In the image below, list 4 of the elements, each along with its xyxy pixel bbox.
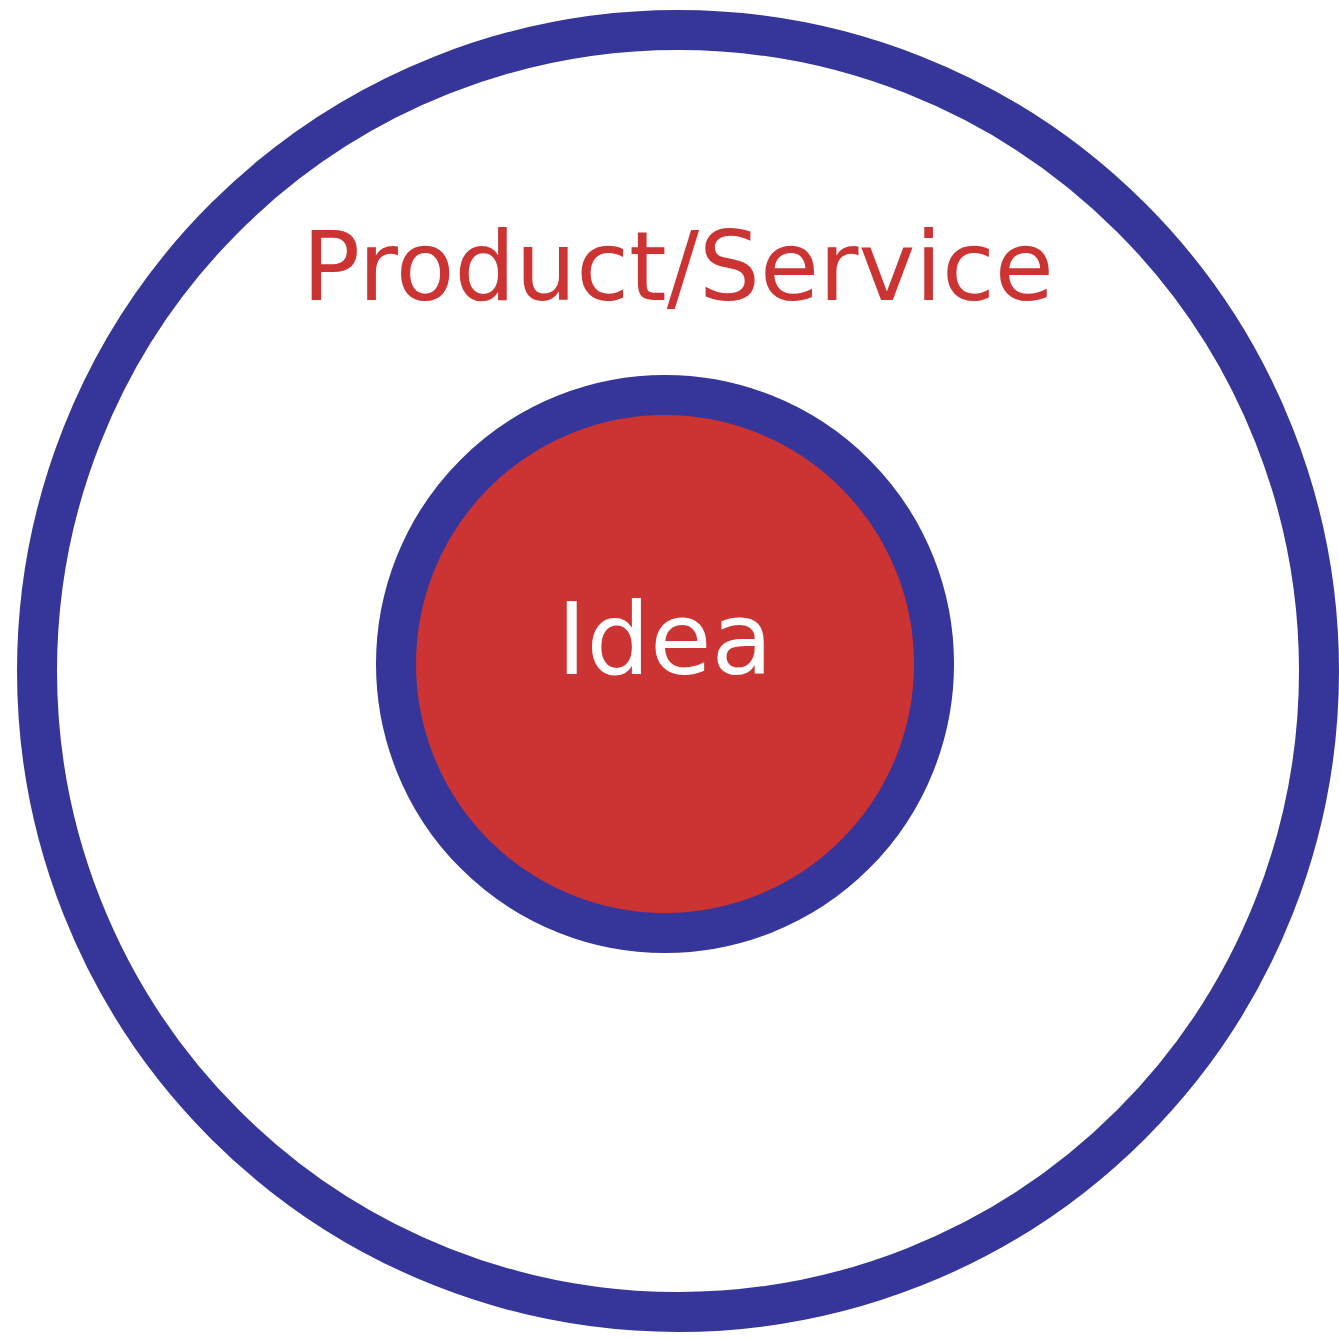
circle-label: Idea [557, 585, 773, 695]
inner-circle [376, 375, 954, 953]
outer-circle [17, 10, 1339, 1332]
circle-label: Product/Service [302, 215, 1054, 321]
